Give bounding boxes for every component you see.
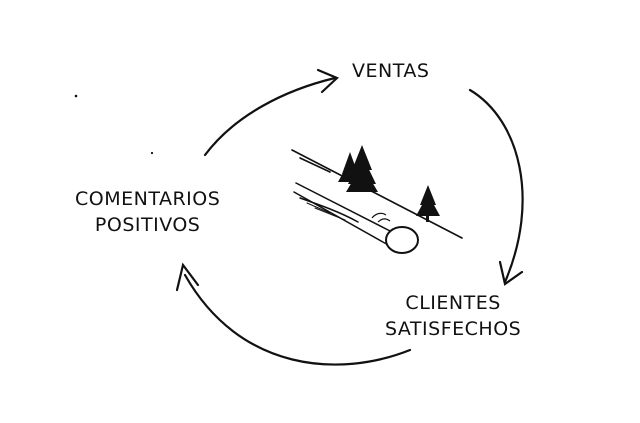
ink-speck bbox=[150, 151, 154, 155]
arrow-comentarios-to-ventas bbox=[203, 68, 339, 157]
snowball-icon bbox=[371, 212, 419, 254]
node-ventas-label: VENTAS bbox=[352, 60, 430, 82]
arrow-ventas-to-clientes bbox=[468, 88, 524, 286]
arrow-clientes-to-comentarios bbox=[175, 262, 412, 366]
node-comentarios-line2: POSITIVOS bbox=[94, 214, 201, 236]
tree-icon bbox=[416, 185, 440, 222]
hill-slope bbox=[291, 149, 463, 239]
node-ventas: VENTAS bbox=[352, 58, 429, 84]
node-clientes-line2: SATISFECHOS bbox=[385, 318, 522, 340]
node-comentarios-positivos: COMENTARIOS POSITIVOS bbox=[75, 186, 220, 238]
ink-speck bbox=[74, 94, 78, 98]
tree-icon bbox=[346, 145, 378, 192]
node-clientes-line1: CLIENTES bbox=[405, 292, 501, 314]
node-comentarios-line1: COMENTARIOS bbox=[75, 188, 221, 210]
node-clientes-satisfechos: CLIENTES SATISFECHOS bbox=[385, 290, 521, 342]
snowball-trail bbox=[293, 182, 393, 247]
